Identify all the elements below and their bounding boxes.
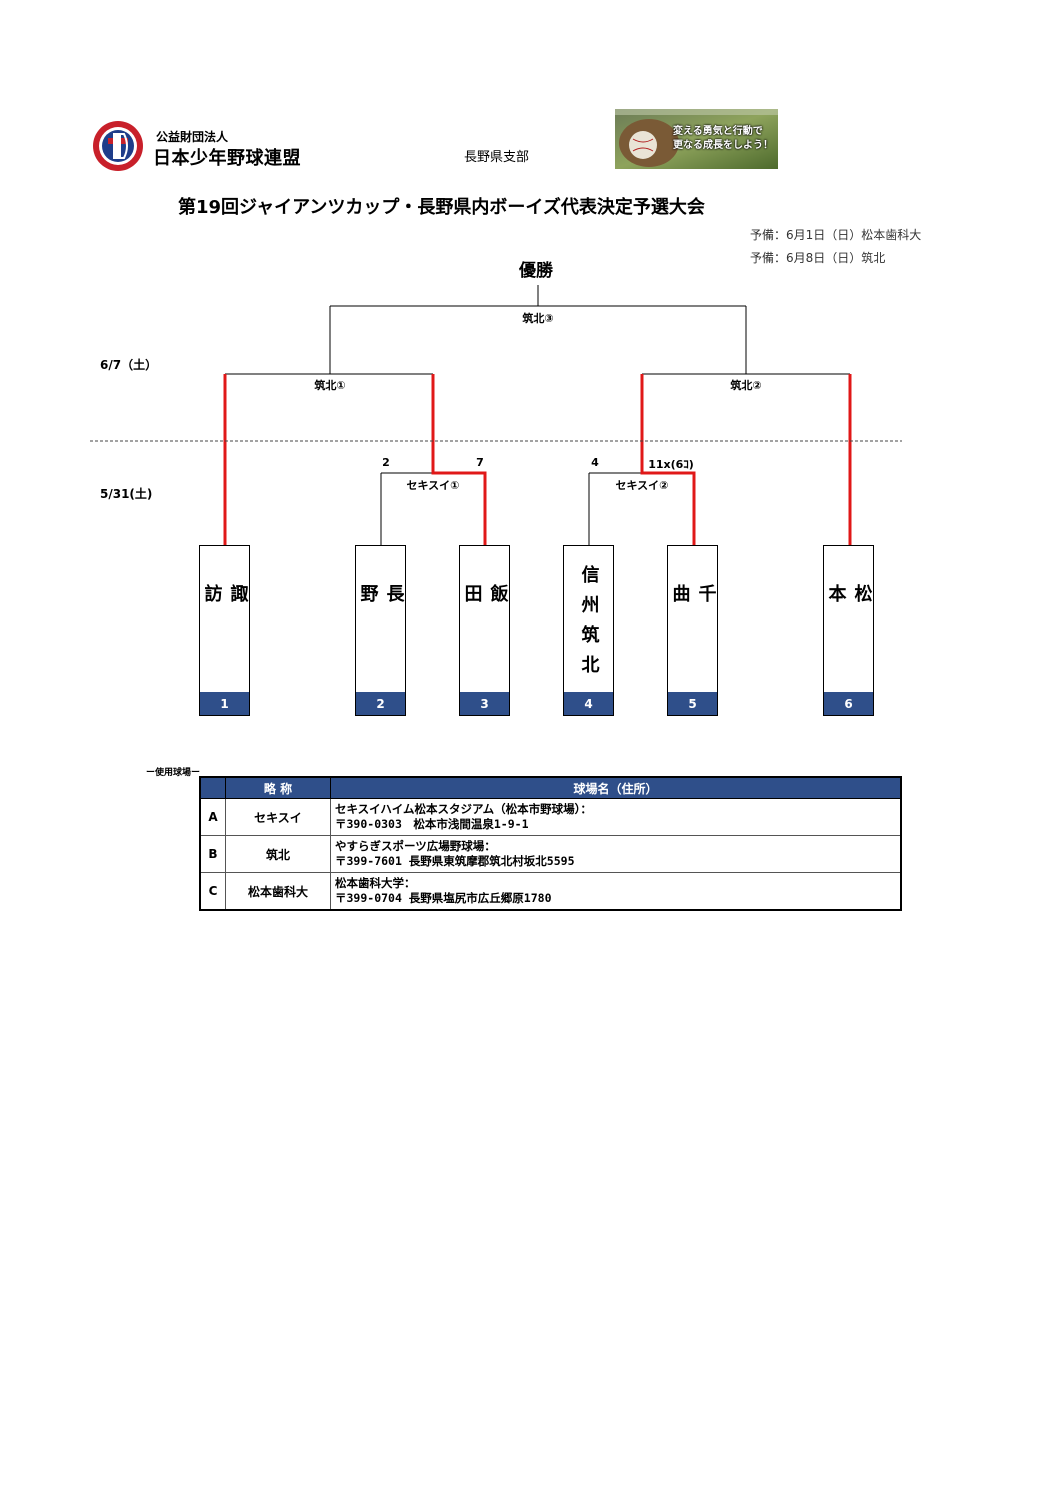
venue-name: セキスイハイム松本スタジアム（松本市野球場）： <box>335 802 592 816</box>
venue-caption: ー使用球場ー <box>146 768 201 778</box>
team-number: 2 <box>356 692 405 715</box>
team-box-6: 松本 6 <box>823 545 874 716</box>
score-shinshu-chikuhoku: 4 <box>591 456 599 469</box>
venue-abbr: セキスイ <box>225 798 331 836</box>
score-iida: 7 <box>476 456 484 469</box>
team-name: 信州筑北 <box>578 565 600 685</box>
reserve-date-note-1: 予備：6月1日（日）松本歯科大 <box>750 228 922 242</box>
team-box-3: 飯田 3 <box>459 545 510 716</box>
banner-line-2: 更なる成長をしよう！ <box>673 140 773 151</box>
venue-code: A <box>199 798 226 836</box>
venue-header-name: 球場名（住所） <box>330 776 902 799</box>
team-name: 諏訪 <box>201 584 249 640</box>
venue-abbr: 松本歯科大 <box>225 872 331 911</box>
venue-name: 松本歯科大学： <box>335 876 416 890</box>
venue-name-address: セキスイハイム松本スタジアム（松本市野球場）： 〒390-0303 松本市浅間温… <box>330 798 902 836</box>
venue-header-abbr: 略 称 <box>225 776 331 799</box>
venue-name: やすらぎスポーツ広場野球場： <box>335 839 496 853</box>
venue-name-address: 松本歯科大学： 〒399-0704 長野県塩尻市広丘郷原1780 <box>330 872 902 911</box>
banner-line-1: 変える勇気と行動で <box>673 126 763 137</box>
team-number: 1 <box>200 692 249 715</box>
round2-date: 6/7（土） <box>100 358 158 372</box>
team-number: 6 <box>824 692 873 715</box>
org-name: 日本少年野球連盟 <box>153 148 301 169</box>
league-logo <box>93 121 143 171</box>
branch-name: 長野県支部 <box>464 150 530 165</box>
game-final-label: 筑北③ <box>522 312 554 325</box>
team-name: 千曲 <box>669 584 717 640</box>
team-name: 飯田 <box>461 584 509 640</box>
venue-header-code <box>199 776 226 799</box>
venue-code: C <box>199 872 226 911</box>
banner-image: 変える勇気と行動で 更なる成長をしよう！ <box>615 109 778 169</box>
team-box-4: 信州筑北 4 <box>563 545 614 716</box>
venue-address: 〒399-7601 長野県東筑摩郡筑北村坂北5595 <box>335 854 575 868</box>
venue-row: A セキスイ セキスイハイム松本スタジアム（松本市野球場）： 〒390-0303… <box>199 798 902 836</box>
score-nagano: 2 <box>382 456 390 469</box>
score-chikuma: 11x(6ｺ) <box>648 458 694 471</box>
game-qf-right-label: セキスイ② <box>615 479 669 492</box>
venue-address: 〒399-0704 長野県塩尻市広丘郷原1780 <box>335 891 552 905</box>
org-subtitle: 公益財団法人 <box>156 130 229 144</box>
venue-row: B 筑北 やすらぎスポーツ広場野球場： 〒399-7601 長野県東筑摩郡筑北村… <box>199 835 902 873</box>
venue-row: C 松本歯科大 松本歯科大学： 〒399-0704 長野県塩尻市広丘郷原1780 <box>199 872 902 911</box>
team-name: 松本 <box>825 584 873 640</box>
team-box-5: 千曲 5 <box>667 545 718 716</box>
round1-date: 5/31(土) <box>100 487 153 501</box>
team-name: 長野 <box>357 584 405 640</box>
game-semi-right-label: 筑北② <box>730 379 762 392</box>
venue-table: 略 称 球場名（住所） A セキスイ セキスイハイム松本スタジアム（松本市野球場… <box>199 776 902 911</box>
venue-header-row: 略 称 球場名（住所） <box>199 776 902 799</box>
reserve-date-note-2: 予備：6月8日（日）筑北 <box>750 251 886 265</box>
winner-path-iida <box>431 374 487 545</box>
team-number: 3 <box>460 692 509 715</box>
game-qf-left-label: セキスイ① <box>406 479 460 492</box>
tournament-title: 第19回ジャイアンツカップ・長野県内ボーイズ代表決定予選大会 <box>178 197 705 218</box>
venue-code: B <box>199 835 226 873</box>
venue-address: 〒390-0303 松本市浅間温泉1-9-1 <box>335 817 529 831</box>
game-semi-left-label: 筑北① <box>314 379 346 392</box>
bracket-lines <box>90 285 902 545</box>
venue-name-address: やすらぎスポーツ広場野球場： 〒399-7601 長野県東筑摩郡筑北村坂北559… <box>330 835 902 873</box>
team-box-1: 諏訪 1 <box>199 545 250 716</box>
team-number: 4 <box>564 692 613 715</box>
champion-label: 優勝 <box>519 261 553 281</box>
venue-abbr: 筑北 <box>225 835 331 873</box>
winner-path-chikuma <box>640 374 696 545</box>
team-number: 5 <box>668 692 717 715</box>
team-box-2: 長野 2 <box>355 545 406 716</box>
